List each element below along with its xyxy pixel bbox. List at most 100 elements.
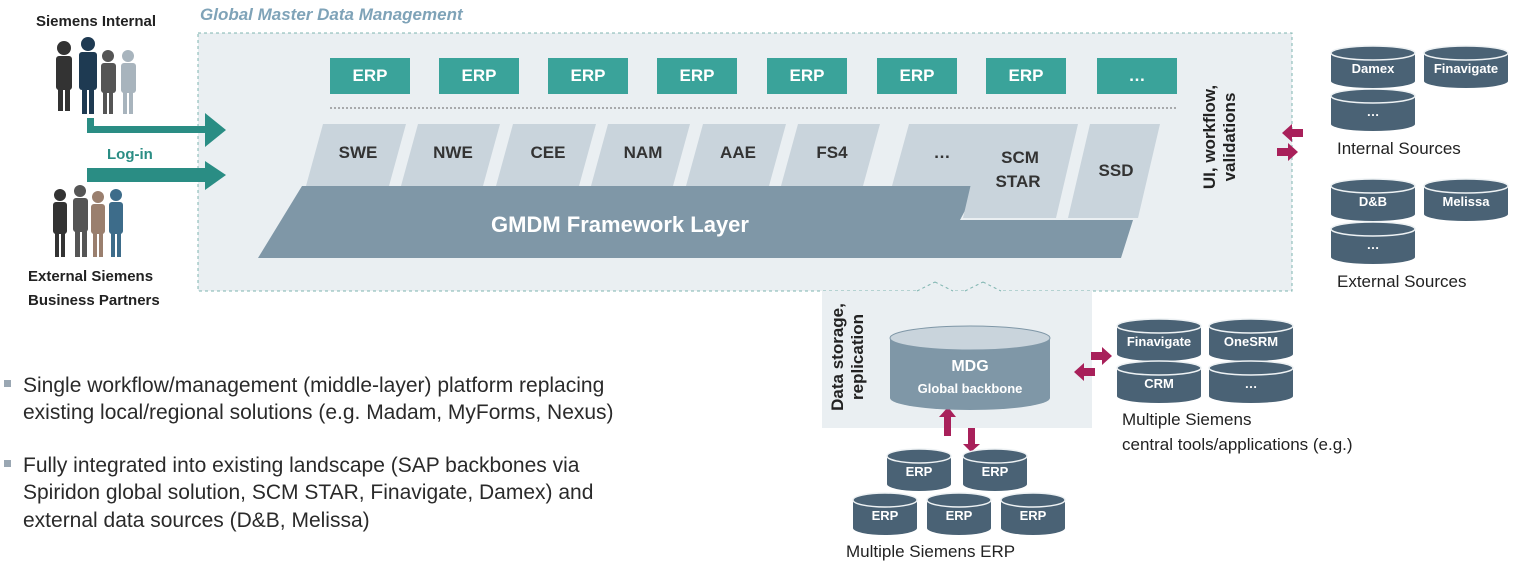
bullet-marker <box>4 379 11 387</box>
database-cylinder: D&B <box>1330 178 1416 222</box>
data-storage-line-2: replication <box>848 314 868 400</box>
cylinder-shape <box>1116 360 1202 403</box>
cylinder-shape <box>1423 178 1509 221</box>
database-cylinder: ERP <box>926 492 992 536</box>
data-storage-label: Data storage, replication <box>828 292 888 422</box>
cylinder-label: CRM <box>1144 376 1174 391</box>
region-fs4 <box>781 124 880 186</box>
region-nwe <box>401 124 500 186</box>
bullet-2-line-1: Fully integrated into existing landscape… <box>23 454 580 477</box>
ui-workflow-line-2: validations <box>1220 92 1240 182</box>
cylinder-shape <box>1330 178 1416 221</box>
region-more <box>892 124 990 186</box>
region-nam <box>591 124 690 186</box>
cylinder-label: ERP <box>905 464 933 479</box>
login-arrow-top <box>87 113 226 147</box>
erp-tile: ERP <box>877 58 957 94</box>
region-label: AAE <box>720 143 756 162</box>
central-tools-caption-1: Multiple Siemens <box>1122 410 1252 429</box>
scm-label: SCM <box>1001 148 1039 167</box>
cylinder-label: Damex <box>1351 61 1395 76</box>
database-cylinder: CRM <box>1116 360 1202 404</box>
region-cee <box>496 124 596 186</box>
cylinder-label: … <box>1366 104 1380 119</box>
erp-tile: ERP <box>548 58 628 94</box>
bullet-1-line-2: existing local/regional solutions (e.g. … <box>23 401 614 425</box>
database-cylinder: ERP <box>962 448 1028 492</box>
erp-tile: ERP <box>330 58 410 94</box>
database-cylinder: ERP <box>852 492 918 536</box>
cylinder-shape <box>1330 45 1416 88</box>
cylinder-label: ERP <box>945 508 973 523</box>
region-label: NWE <box>433 143 473 162</box>
siemens-internal-label: Siemens Internal <box>36 13 157 30</box>
database-cylinder: … <box>1208 360 1294 404</box>
login-label: Log-in <box>107 146 153 163</box>
bullet-marker <box>4 459 11 467</box>
cylinder-shape <box>962 448 1028 491</box>
central-tools-caption-2: central tools/applications (e.g.) <box>1122 435 1353 454</box>
cylinder-shape <box>1423 45 1509 88</box>
database-cylinder: … <box>1330 88 1416 132</box>
bullet-1: Single workflow/management (middle-layer… <box>4 372 614 427</box>
cylinder-label: Finavigate <box>1433 61 1499 76</box>
erp-tile-more: … <box>1097 58 1177 94</box>
database-cylinder: ERP <box>1000 492 1066 536</box>
mdg-cylinder <box>889 325 1051 410</box>
erp-cluster-caption: Multiple Siemens ERP <box>846 542 1016 561</box>
mdg-title: MDG <box>951 358 989 375</box>
database-cylinder: OneSRM <box>1208 318 1294 362</box>
internal-people-icon <box>56 37 136 114</box>
ui-workflow-label: UI, workflow, validations <box>1200 58 1260 216</box>
star-label: STAR <box>995 172 1041 191</box>
cylinder-label: OneSRM <box>1223 334 1279 349</box>
arrow-erp-cluster <box>939 407 980 452</box>
cylinder-shape <box>886 448 952 491</box>
database-cylinder: … <box>1330 221 1416 265</box>
internal-sources-caption: Internal Sources <box>1337 139 1461 158</box>
cylinder-label: ERP <box>981 464 1009 479</box>
cylinder-shape <box>1000 492 1066 535</box>
region-label: SWE <box>338 143 378 162</box>
region-swe <box>306 124 406 186</box>
erp-tile: ERP <box>767 58 847 94</box>
framework-label: GMDM Framework Layer <box>491 212 749 237</box>
cylinder-label: Finavigate <box>1126 334 1192 349</box>
bullet-2-line-3: external data sources (D&B, Melissa) <box>23 508 370 532</box>
database-cylinder: Damex <box>1330 45 1416 89</box>
cylinder-shape <box>852 492 918 535</box>
external-sources-caption: External Sources <box>1337 272 1467 291</box>
cylinder-label: … <box>1366 237 1380 252</box>
cylinder-shape <box>1208 360 1294 403</box>
region-label: … <box>933 143 951 162</box>
region-scm-star <box>963 124 1078 218</box>
external-partners-line-2: Business Partners <box>28 292 160 309</box>
region-label: FS4 <box>816 143 848 162</box>
database-cylinder: Finavigate <box>1116 318 1202 362</box>
page-title: Global Master Data Management <box>200 5 463 24</box>
data-storage-line-1: Data storage, <box>828 303 847 411</box>
region-label: CEE <box>530 143 566 162</box>
ui-workflow-line-1: UI, workflow, <box>1200 84 1219 190</box>
cylinder-label: D&B <box>1358 194 1388 209</box>
erp-tile: ERP <box>986 58 1066 94</box>
bullet-2-line-2: Spiridon global solution, SCM STAR, Fina… <box>23 481 594 505</box>
region-aae <box>686 124 786 186</box>
erp-tile: ERP <box>439 58 519 94</box>
cylinder-label: ERP <box>1019 508 1047 523</box>
cylinder-shape <box>1208 318 1294 361</box>
external-partners-line-1: External Siemens <box>28 268 154 285</box>
mdg-subtitle: Global backbone <box>917 381 1023 396</box>
cylinder-shape <box>1116 318 1202 361</box>
login-arrow-bottom <box>87 161 226 190</box>
cylinder-label: Melissa <box>1442 194 1490 209</box>
cylinder-shape <box>1330 221 1416 264</box>
arrow-central-tools <box>1074 347 1112 381</box>
framework-layer <box>258 186 1133 258</box>
external-people-icon <box>53 185 123 257</box>
erp-tile: ERP <box>657 58 737 94</box>
cylinder-shape <box>926 492 992 535</box>
cylinder-shape <box>1330 88 1416 131</box>
database-cylinder: ERP <box>886 448 952 492</box>
